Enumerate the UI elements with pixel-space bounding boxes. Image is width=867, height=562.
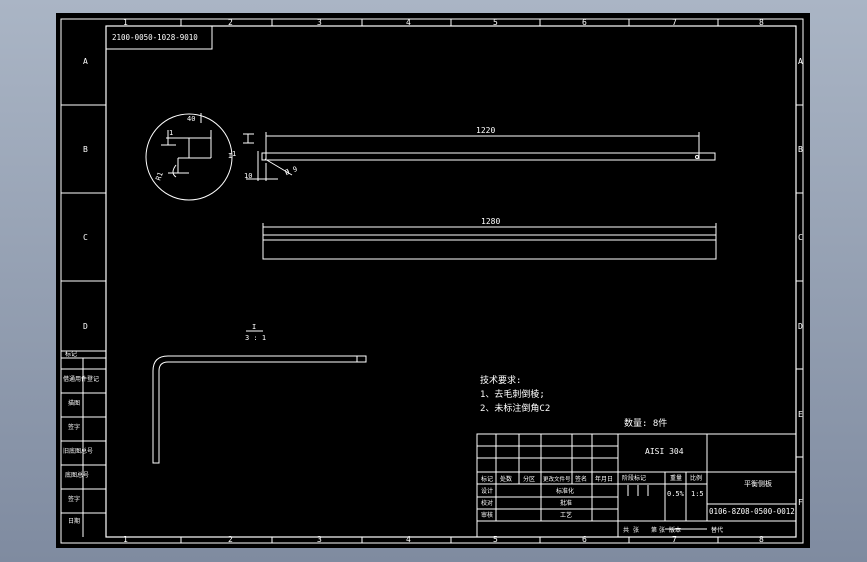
zone-labels: 1 2 3 4 5 6 7 8 1 2 3 4 5 6 7 8 A B C D … (83, 18, 803, 544)
bottom-label: 替代 (711, 526, 723, 534)
bottom-label: 张 (633, 526, 639, 534)
left-label: 签字 (68, 423, 80, 431)
col-label: 1 (123, 18, 128, 27)
front-view (262, 223, 717, 260)
left-label: 旧底图总号 (63, 447, 93, 455)
col-label: 5 (493, 535, 498, 544)
rev-header: 分区 (523, 475, 535, 483)
left-labels: 标记 借通用件登记 描图 签字 旧底图总号 底图总号 签字 日期 (63, 350, 99, 525)
detail-label: I (228, 152, 232, 160)
tech-title: 技术要求: (480, 374, 521, 386)
row-label: B (83, 145, 88, 154)
left-label: 标记 (65, 350, 77, 358)
col-label: 7 (672, 18, 677, 27)
row-label: A (83, 57, 88, 66)
bottom-label: 张 (659, 526, 665, 534)
col-label: 1 (123, 535, 128, 544)
drawing-canvas[interactable]: 1 2 3 4 5 6 7 8 1 2 3 4 5 6 7 8 A B C D … (56, 13, 810, 548)
row-label: C (798, 233, 803, 242)
front-length: 1280 (481, 217, 500, 226)
role-label: 标准化 (556, 487, 574, 495)
col-label: 2 (228, 18, 233, 27)
col-label: 8 (759, 535, 764, 544)
stage-header: 阶段标记 (622, 474, 646, 482)
plan-length: 1220 (476, 126, 495, 135)
col-label: 8 (759, 18, 764, 27)
row-label: C (83, 233, 88, 242)
col-label: 3 (317, 535, 322, 544)
doc-code: 2100-0050-1028-9010 (112, 33, 198, 42)
bottom-label: 第 (651, 526, 657, 534)
left-label: 借通用件登记 (63, 375, 99, 383)
detail-dim-top: 40 (187, 115, 195, 123)
section-scale: 3 : 1 (245, 334, 266, 342)
role-label: 校对 (481, 499, 493, 507)
plan-dim-left: 10 (244, 172, 252, 180)
rev-header: 更改文件号 (543, 475, 571, 483)
section-label: I (252, 323, 256, 331)
part-name: 平衡侧板 (744, 479, 772, 488)
row-label: B (798, 145, 803, 154)
row-label: A (798, 57, 803, 66)
detail-dim-small: 1 (169, 129, 173, 137)
plan-view (243, 132, 716, 181)
cad-viewport[interactable]: 1 2 3 4 5 6 7 8 1 2 3 4 5 6 7 8 A B C D … (56, 13, 810, 548)
zone-ticks (61, 19, 803, 543)
bottom-label: 共 (623, 526, 629, 534)
left-label: 底图总号 (65, 471, 89, 479)
rev-header: 签名 (575, 475, 587, 483)
col-label: 3 (317, 18, 322, 27)
mass: 0.5% (667, 490, 685, 498)
left-label: 描图 (68, 399, 80, 407)
hole-label: Ø 9 (284, 165, 299, 177)
left-label: 签字 (68, 495, 80, 503)
rev-header: 处数 (500, 475, 512, 483)
rev-header: 年月日 (595, 475, 613, 483)
tech-item-2: 2、未标注倒角C2 (480, 402, 550, 414)
col-label: 5 (493, 18, 498, 27)
drawing-no: 0106-8Z08-0500-0012 (709, 507, 795, 516)
scale: 1:5 (691, 490, 704, 498)
detail-radius: R1 (154, 171, 164, 182)
left-column (61, 357, 106, 537)
detail-view (145, 113, 233, 201)
section-view (152, 355, 367, 464)
title-block (476, 433, 797, 538)
col-label: 6 (582, 535, 587, 544)
plan-dim-small: 1 (232, 150, 236, 158)
role-label: 审核 (481, 511, 493, 519)
bottom-label: 版本 (669, 526, 681, 534)
role-label: 批准 (560, 499, 572, 507)
role-label: 工艺 (560, 511, 572, 519)
row-label: D (83, 322, 88, 331)
quantity: 数量: 8件 (624, 417, 667, 429)
role-label: 设计 (481, 487, 493, 495)
row-label: D (798, 322, 803, 331)
col-label: 6 (582, 18, 587, 27)
tech-item-1: 1、去毛刺倒棱; (480, 388, 545, 400)
title-block-text: 标记 处数 分区 更改文件号 签名 年月日 设计 校对 审核 标准化 批准 工艺… (481, 447, 795, 534)
row-label: F (798, 498, 803, 507)
inner-frame (105, 25, 797, 538)
left-label: 日期 (68, 517, 80, 525)
material: AISI 304 (645, 447, 684, 456)
stage-header: 比例 (690, 474, 702, 482)
row-label: E (798, 410, 803, 419)
col-label: 2 (228, 535, 233, 544)
col-label: 7 (672, 535, 677, 544)
col-label: 4 (406, 18, 411, 27)
outer-frame (60, 18, 804, 544)
rev-header: 标记 (481, 475, 493, 483)
doc-code-box (105, 25, 213, 50)
col-label: 4 (406, 535, 411, 544)
stage-header: 重量 (670, 474, 682, 482)
